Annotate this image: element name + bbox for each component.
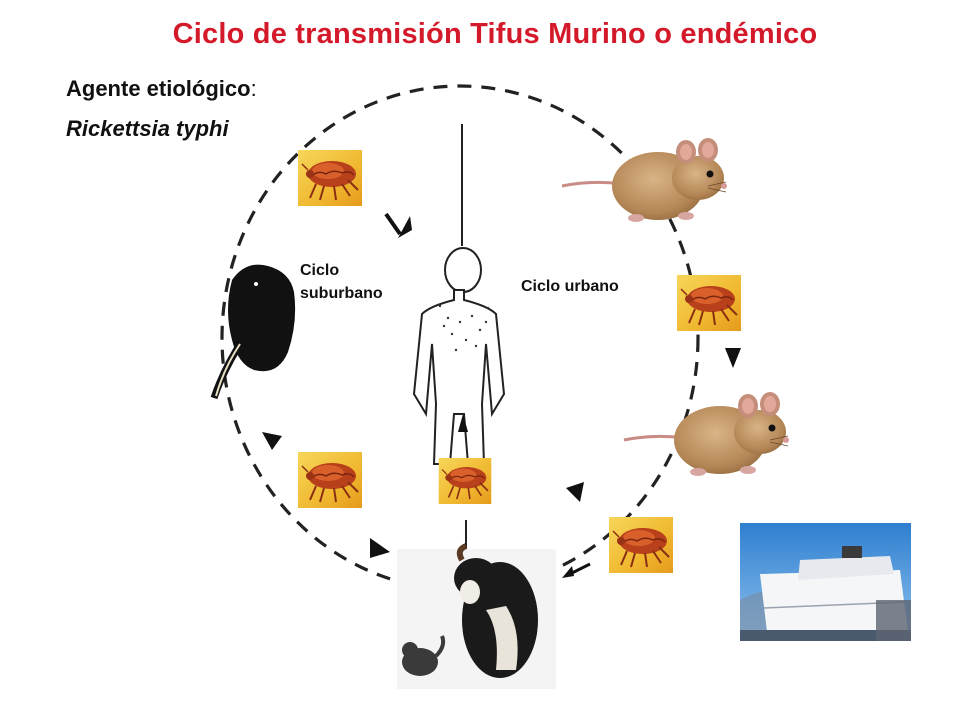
suburban-cycle-label: Ciclo suburbano [300,262,383,302]
arrow-icon [262,212,741,578]
page-title: Ciclo de transmisión Tifus Murino o endé… [172,18,818,50]
mouse-icon [560,136,729,224]
human-figure-icon [412,247,506,465]
urban-cycle-label: Ciclo urbano [521,278,619,295]
opossum-icon [210,264,296,400]
agent-name: Rickettsia typhi [66,116,229,141]
agent-label: Agente etiológico: [66,76,257,101]
dog-cat-photo [397,543,556,689]
flea-icon [298,150,362,206]
mouse-icon [622,390,791,478]
ship-photo [740,523,911,641]
flea-icon [677,275,741,331]
flea-icon [609,517,673,573]
flea-icon [437,458,493,504]
flea-icon [298,452,362,508]
